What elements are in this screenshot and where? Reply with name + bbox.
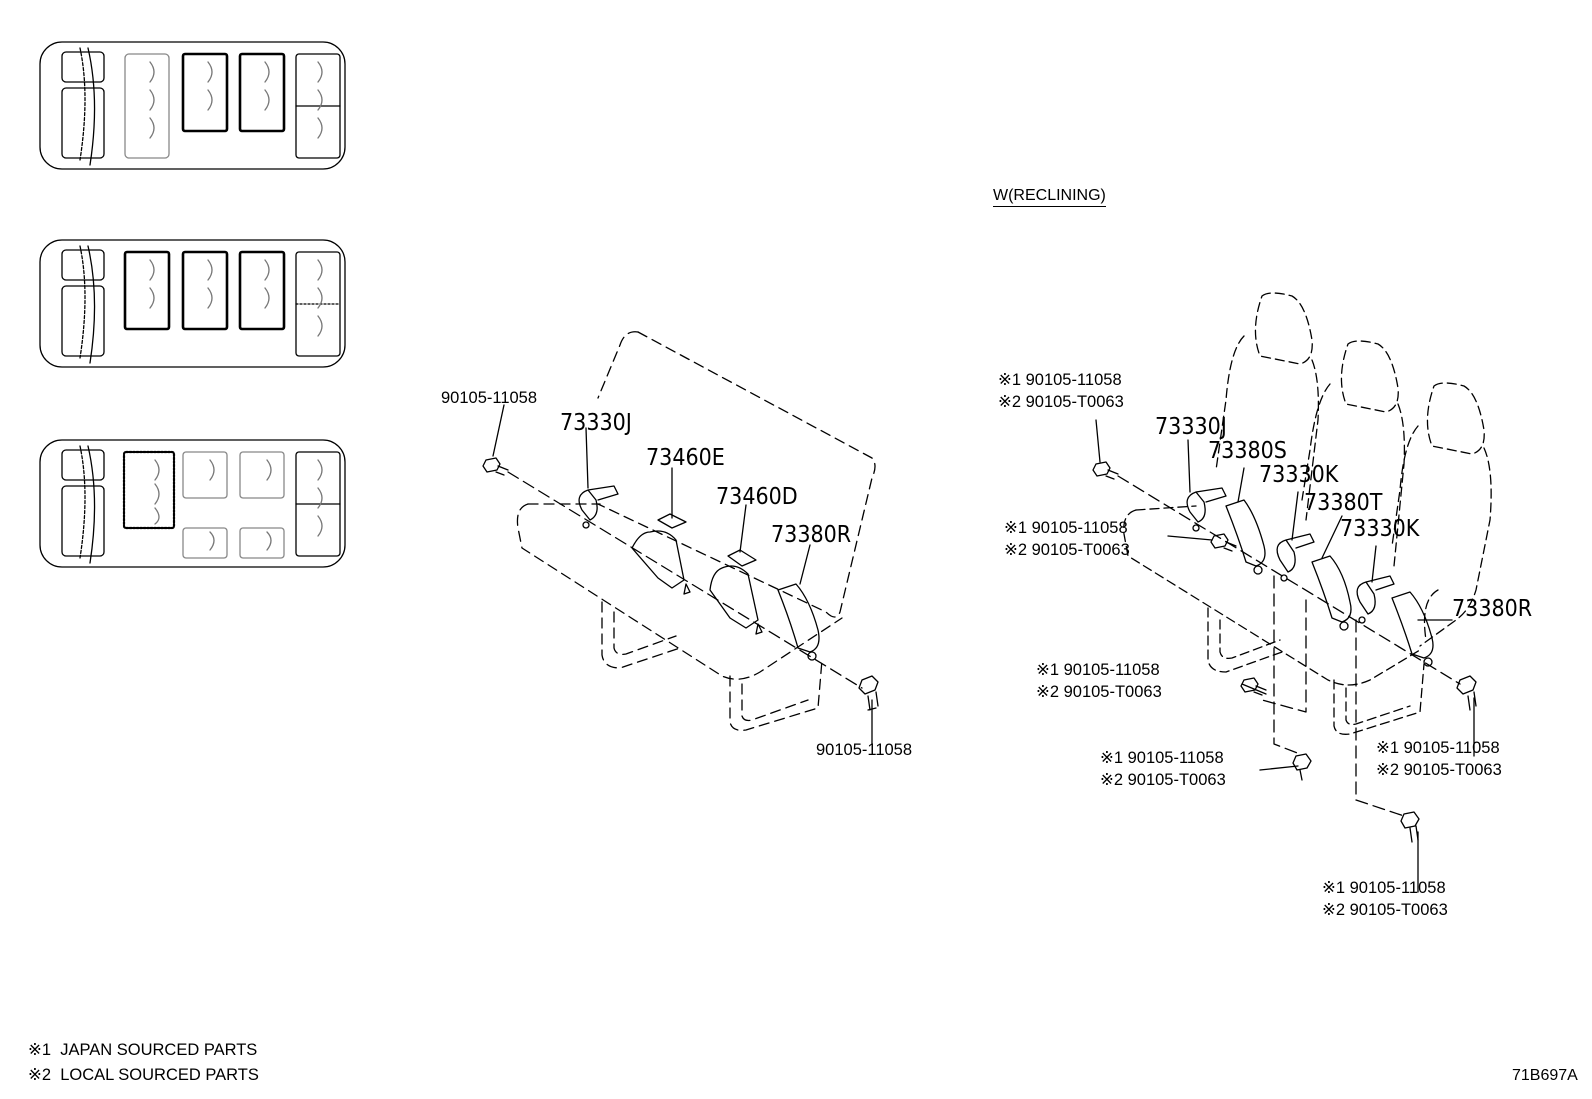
legend-note-1: ※1 JAPAN SOURCED PARTS: [28, 1042, 257, 1059]
bolt-callout-4: ※1 90105-11058 ※2 90105-T0063: [1100, 750, 1226, 788]
note-mark: ※2: [28, 1066, 52, 1084]
callout-line-local: ※2 90105-T0063: [1376, 760, 1502, 779]
bolt-icon: [482, 457, 509, 476]
callout-line-local: ※2 90105-T0063: [998, 392, 1124, 411]
variant-title: W(RECLINING): [993, 188, 1106, 207]
bolt-callout-3: ※1 90105-11058 ※2 90105-T0063: [1036, 662, 1162, 700]
bench-seat-drawing: [516, 331, 876, 731]
bolt-icon: [1456, 675, 1477, 711]
reclining-seat-drawing: [1123, 292, 1492, 735]
part-number-73330J-left: 73330J: [560, 410, 632, 436]
bolt-icon: [1092, 461, 1119, 480]
part-number-73330K-1: 73330K: [1259, 462, 1339, 488]
seat-belt-parts-left: [482, 404, 879, 745]
callout-line-japan: ※1 90105-11058: [1100, 749, 1224, 767]
note-text: JAPAN SOURCED PARTS: [60, 1041, 258, 1059]
bolt-callout-5: ※1 90105-11058 ※2 90105-T0063: [1376, 740, 1502, 778]
seat-layout-map-3: [39, 439, 346, 568]
callout-line-japan: ※1 90105-11058: [1036, 661, 1160, 679]
part-number-73330K-2: 73330K: [1340, 516, 1420, 542]
callout-line-japan: ※1 90105-11058: [998, 371, 1122, 389]
seat-layout-map-2: [39, 239, 346, 368]
bolt-icon: [1210, 533, 1237, 552]
callout-line-local: ※2 90105-T0063: [1322, 900, 1448, 919]
seat-belt-parts-right: [1092, 419, 1477, 893]
part-number-bolt-left-top: 90105-11058: [441, 389, 538, 407]
callout-line-japan: ※1 90105-11058: [1376, 739, 1500, 757]
part-number-73460E: 73460E: [646, 445, 725, 471]
callout-line-japan: ※1 90105-11058: [1004, 519, 1128, 537]
part-number-73330J-right: 73330J: [1155, 414, 1227, 440]
bolt-callout-6: ※1 90105-11058 ※2 90105-T0063: [1322, 880, 1448, 918]
callout-line-japan: ※1 90105-11058: [1322, 879, 1446, 897]
bolt-icon: [1400, 811, 1420, 843]
part-number-73380S: 73380S: [1208, 438, 1287, 464]
callout-line-local: ※2 90105-T0063: [1004, 540, 1130, 559]
bolt-callout-2: ※1 90105-11058 ※2 90105-T0063: [1004, 520, 1130, 558]
bolt-callout-1: ※1 90105-11058 ※2 90105-T0063: [998, 372, 1124, 410]
callout-line-local: ※2 90105-T0063: [1036, 682, 1162, 701]
seat-layout-map-1: [39, 41, 346, 170]
bolt-icon: [858, 675, 879, 711]
part-number-73380T: 73380T: [1304, 490, 1383, 516]
part-number-bolt-left-bottom: 90105-11058: [816, 741, 913, 759]
figure-code: 71B697A: [1512, 1067, 1578, 1084]
callout-line-local: ※2 90105-T0063: [1100, 770, 1226, 789]
part-number-73460D: 73460D: [716, 484, 798, 510]
part-number-73380R-right: 73380R: [1452, 596, 1533, 622]
bolt-icon: [1292, 753, 1312, 781]
part-number-73380R-left: 73380R: [771, 522, 852, 548]
note-text: LOCAL SOURCED PARTS: [60, 1066, 259, 1084]
legend-note-2: ※2 LOCAL SOURCED PARTS: [28, 1067, 259, 1084]
note-mark: ※1: [28, 1041, 52, 1059]
